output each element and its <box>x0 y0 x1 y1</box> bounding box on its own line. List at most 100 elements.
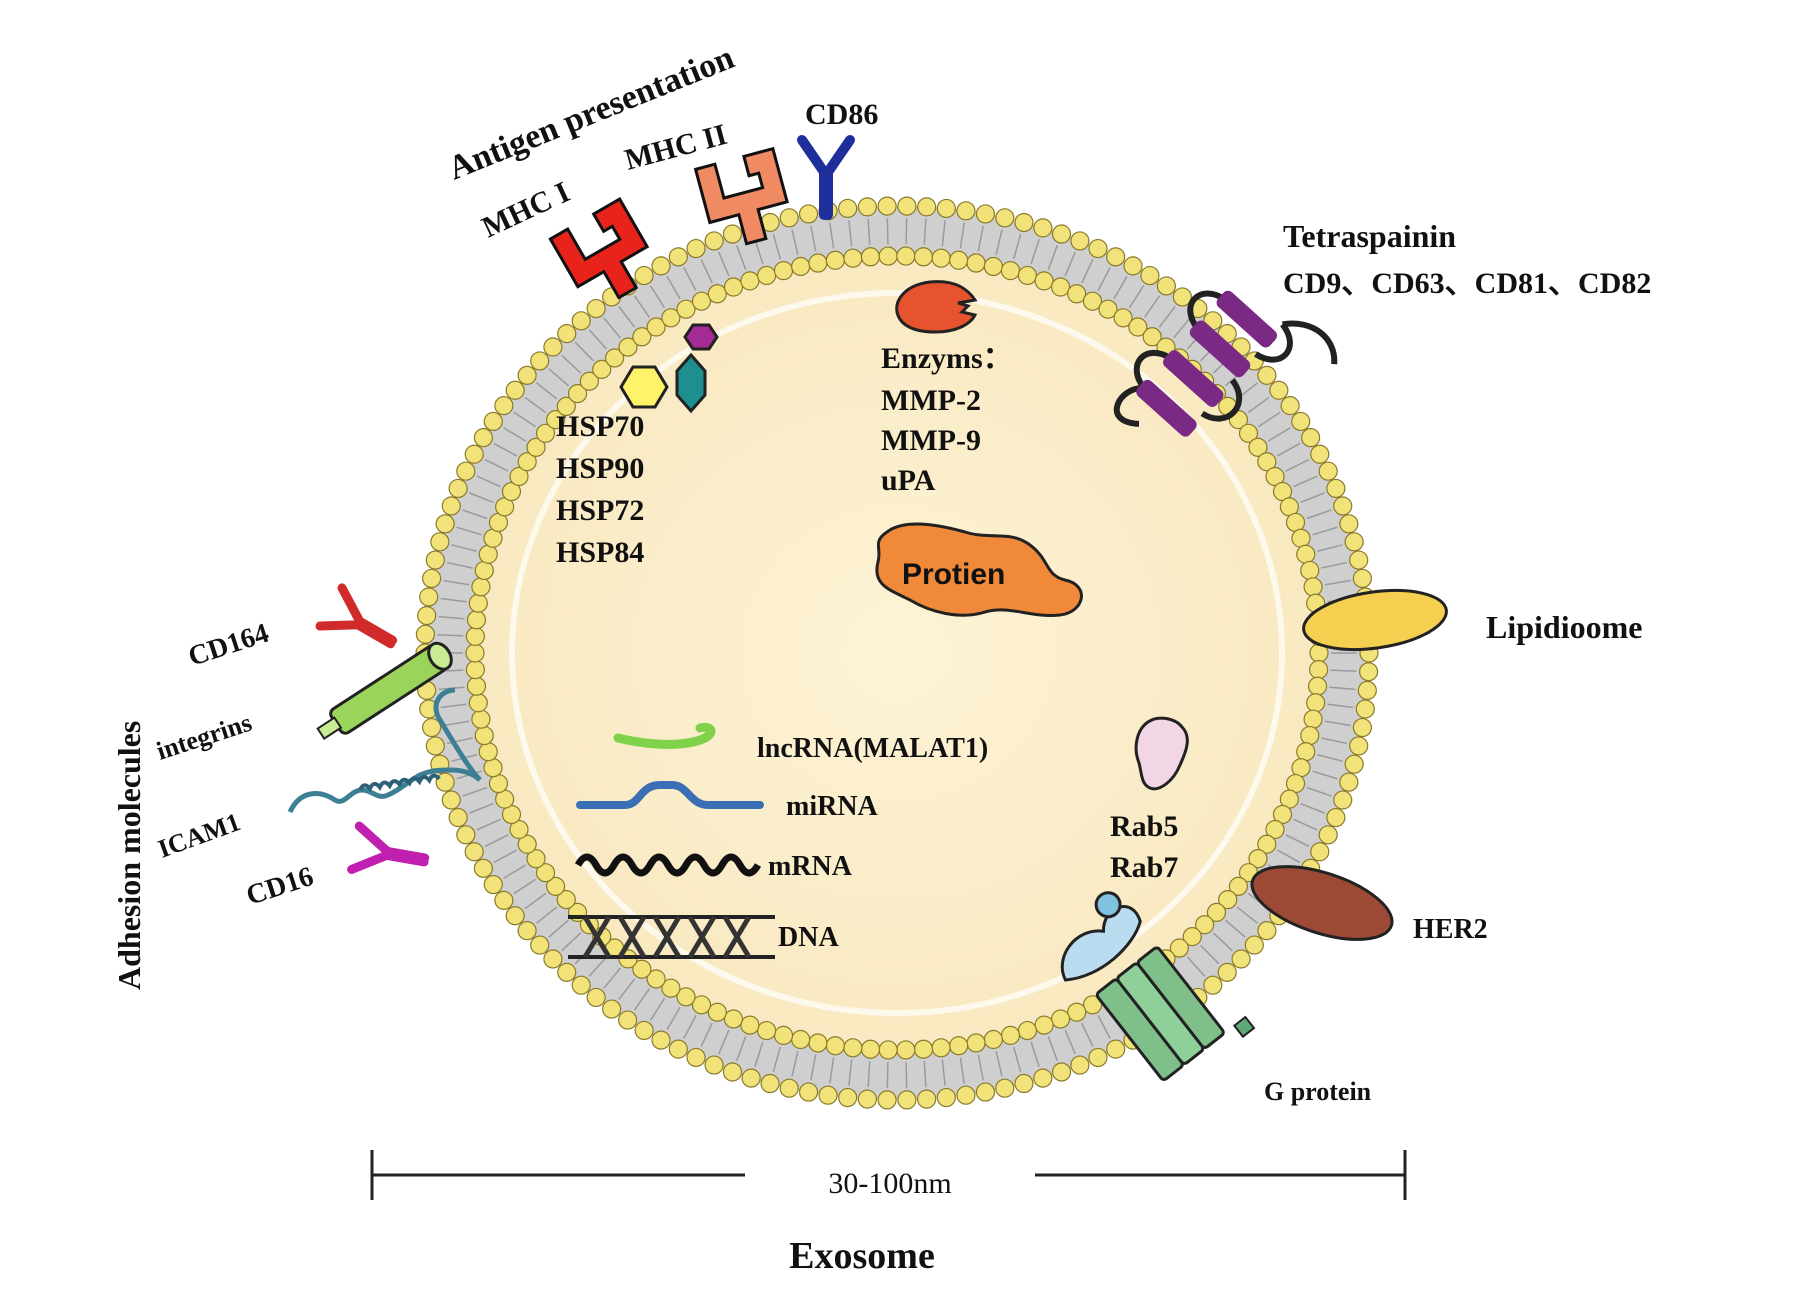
lipid-tail <box>772 233 782 260</box>
lipid-tail <box>1293 475 1318 488</box>
lipid-tail <box>941 220 946 247</box>
lipid-head <box>1301 428 1321 448</box>
lipid-head <box>1033 218 1053 238</box>
antibody-icon <box>315 583 398 649</box>
lipid-head <box>422 717 442 738</box>
lipid-tail <box>959 222 965 249</box>
lipid-head <box>1238 423 1259 443</box>
lipid-head <box>949 1036 969 1056</box>
lipid-tail <box>1306 786 1332 797</box>
lipid-tail <box>588 956 608 977</box>
lipid-head <box>1218 889 1238 910</box>
lipid-head <box>556 889 576 910</box>
lipid-tail <box>1247 396 1270 414</box>
hsp-84: HSP84 <box>556 536 644 569</box>
lipid-tail <box>1330 669 1357 672</box>
lipid-head <box>465 643 485 663</box>
lipid-head <box>995 1078 1015 1098</box>
lipid-tail <box>603 967 621 989</box>
lipid-tail <box>666 1006 681 1031</box>
lipid-tail <box>1144 295 1161 318</box>
cd86-receptor <box>797 135 855 220</box>
hsp-90: HSP90 <box>556 452 644 485</box>
lipid-head <box>878 246 898 266</box>
lipid-head <box>877 196 897 216</box>
lipid-head <box>441 790 461 810</box>
lipid-tail <box>603 317 621 339</box>
lipid-head <box>1034 271 1054 291</box>
lipid-tail <box>618 978 636 1000</box>
lipid-head <box>1051 224 1072 244</box>
lipid-head <box>936 1087 956 1108</box>
lipid-head <box>966 253 986 273</box>
lipid-head <box>1357 680 1377 701</box>
lipid-tail <box>484 458 509 472</box>
lipid-head <box>691 291 712 311</box>
lipid-head <box>1349 736 1369 756</box>
lipid-head <box>1326 478 1346 499</box>
lipid-tail <box>1312 770 1338 780</box>
lipid-head <box>676 299 696 319</box>
lipid-head <box>517 365 537 385</box>
lipid-tail <box>810 1054 817 1081</box>
lipid-tail <box>1097 1015 1111 1039</box>
lipid-head <box>1291 528 1311 548</box>
lipid-tail <box>810 225 817 252</box>
lipid-head <box>1113 308 1133 328</box>
lipid-head <box>1082 995 1103 1015</box>
lipid-tail <box>443 579 470 586</box>
hsp-72: HSP72 <box>556 494 644 527</box>
lipid-head <box>415 624 436 644</box>
lipid-head <box>913 247 934 267</box>
enzymes-title: Enzyms： <box>881 342 1013 375</box>
lipid-head <box>1244 935 1264 955</box>
lipid-tail <box>829 1057 835 1084</box>
lipidome-blob <box>1302 589 1448 651</box>
antibody-icon <box>347 821 430 874</box>
dna-label: DNA <box>778 922 839 953</box>
hsp-cluster-icon <box>619 323 719 414</box>
lipid-head <box>917 1089 937 1109</box>
lipid-head <box>843 248 863 268</box>
lipid-tail <box>995 1051 1003 1077</box>
inner-highlight <box>509 290 1285 1016</box>
lipid-head <box>704 1055 724 1075</box>
lipid-head <box>949 250 969 270</box>
lipid-tail <box>503 864 527 879</box>
lipid-head <box>632 327 652 347</box>
cd164-receptor <box>315 583 398 649</box>
lipid-head <box>808 253 828 273</box>
lipid-head <box>668 247 688 267</box>
lipid-tail <box>1225 919 1246 938</box>
lipid-head <box>1326 807 1346 828</box>
g-protein-label: G protein <box>1264 1077 1372 1106</box>
protein-label: Protien <box>902 558 1005 591</box>
lipid-tail <box>574 341 594 362</box>
lipid-head <box>1344 754 1364 774</box>
lipid-tail <box>666 275 681 300</box>
lipid-tail <box>923 1061 927 1088</box>
lipid-tail <box>959 1057 965 1084</box>
lipid-head <box>1291 411 1311 432</box>
lipid-head <box>1050 1009 1071 1029</box>
lipid-tail <box>561 932 582 952</box>
mrna-strand-icon <box>574 853 762 877</box>
lipid-tail <box>437 634 464 637</box>
lipid-head <box>1000 1025 1021 1045</box>
lipid-tail <box>772 1046 782 1073</box>
lipid-head <box>1195 915 1215 935</box>
lipid-head <box>556 396 576 417</box>
lipid-tail <box>995 229 1003 255</box>
her2-label: HER2 <box>1413 914 1488 945</box>
mhc2-receptor <box>693 146 789 246</box>
lipid-tail <box>700 259 713 284</box>
lipid-head <box>435 772 455 792</box>
lipid-head <box>1296 544 1316 564</box>
lipid-head <box>1339 514 1359 534</box>
lipid-head <box>722 1062 743 1082</box>
lipid-head <box>838 1087 858 1108</box>
lipid-head <box>825 1036 845 1056</box>
lipid-tail <box>618 306 636 328</box>
lipid-head <box>956 201 976 221</box>
